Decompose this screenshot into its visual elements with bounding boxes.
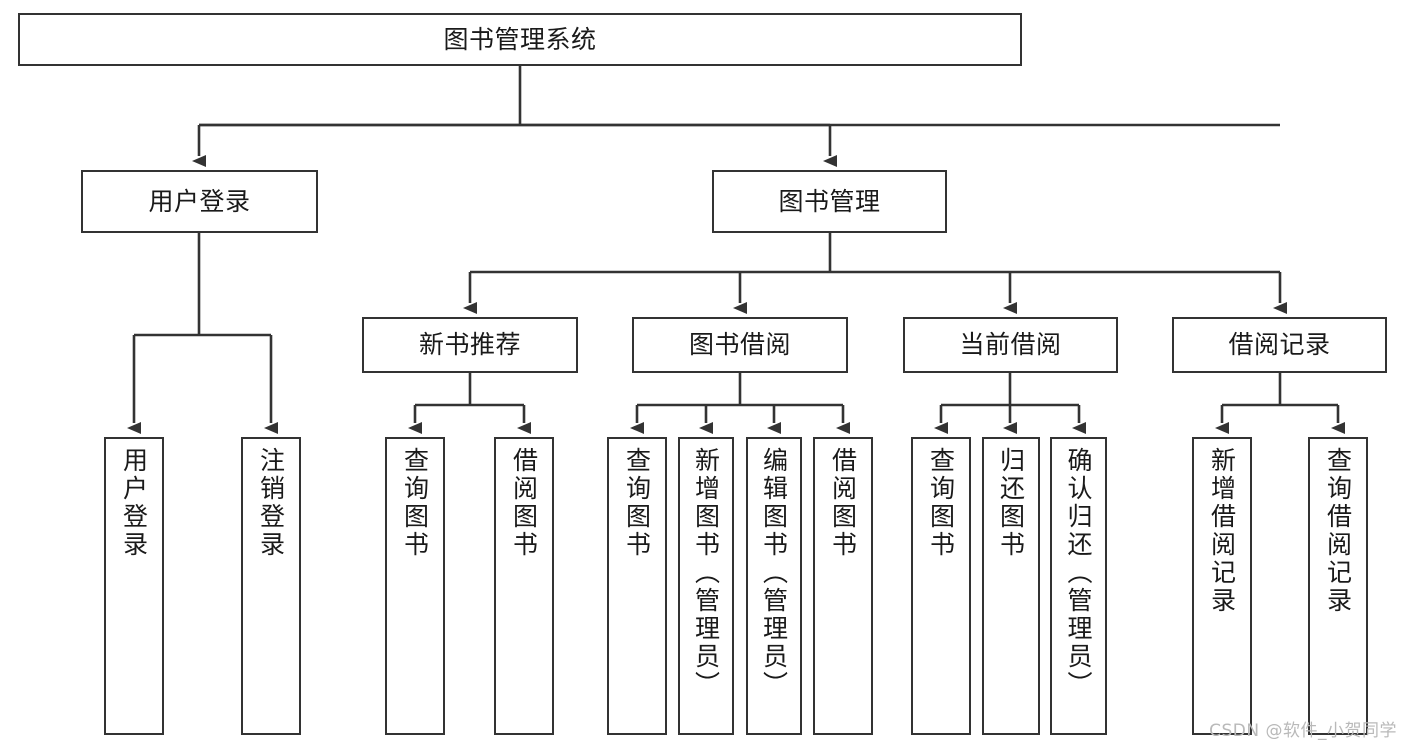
- node-label: 借阅图书: [509, 447, 539, 559]
- node-label: 图书借阅: [688, 330, 791, 360]
- node-book-borrow[interactable]: 图书借阅: [632, 317, 848, 373]
- node-label: 图书管理: [778, 186, 881, 216]
- node-leaf-borrow-book-recommend[interactable]: 借阅图书: [494, 437, 554, 735]
- node-current-borrow[interactable]: 当前借阅: [903, 317, 1118, 373]
- node-label: 新书推荐: [418, 330, 521, 360]
- node-root-book-management-system[interactable]: 图书管理系统: [18, 13, 1022, 66]
- node-label: 编辑图书（管理员）: [759, 447, 789, 699]
- node-label: 借阅图书: [828, 447, 858, 559]
- node-label: 注销登录: [256, 447, 286, 559]
- node-label: 查询图书: [926, 447, 956, 559]
- node-label: 用户登录: [119, 447, 149, 559]
- node-leaf-query-borrow-record[interactable]: 查询借阅记录: [1308, 437, 1368, 735]
- node-new-book-recommend[interactable]: 新书推荐: [362, 317, 578, 373]
- node-label: 图书管理系统: [443, 24, 597, 54]
- node-book-manage[interactable]: 图书管理: [712, 170, 947, 233]
- node-label: 确认归还（管理员）: [1064, 447, 1093, 699]
- node-label: 查询图书: [622, 447, 652, 559]
- node-borrow-record[interactable]: 借阅记录: [1172, 317, 1387, 373]
- node-leaf-query-book-current[interactable]: 查询图书: [911, 437, 971, 735]
- node-leaf-logout-login[interactable]: 注销登录: [241, 437, 301, 735]
- node-label: 归还图书: [996, 447, 1026, 559]
- node-leaf-query-book-borrow[interactable]: 查询图书: [607, 437, 667, 735]
- node-leaf-query-book-recommend[interactable]: 查询图书: [385, 437, 445, 735]
- node-label: 新增借阅记录: [1207, 447, 1237, 615]
- node-leaf-add-book-admin[interactable]: 新增图书（管理员）: [678, 437, 734, 735]
- node-leaf-add-borrow-record[interactable]: 新增借阅记录: [1192, 437, 1252, 735]
- node-label: 当前借阅: [959, 330, 1062, 360]
- node-label: 查询借阅记录: [1323, 447, 1353, 615]
- node-leaf-user-login[interactable]: 用户登录: [104, 437, 164, 735]
- node-user-login[interactable]: 用户登录: [81, 170, 318, 233]
- csdn-watermark: CSDN @软件_小贺同学: [1209, 721, 1397, 741]
- node-leaf-confirm-return-admin[interactable]: 确认归还（管理员）: [1050, 437, 1107, 735]
- node-leaf-return-book[interactable]: 归还图书: [982, 437, 1040, 735]
- node-label: 用户登录: [148, 186, 251, 216]
- node-label: 新增图书（管理员）: [691, 447, 721, 699]
- node-label: 查询图书: [400, 447, 430, 559]
- node-leaf-borrow-book-borrow[interactable]: 借阅图书: [813, 437, 873, 735]
- node-leaf-edit-book-admin[interactable]: 编辑图书（管理员）: [746, 437, 802, 735]
- node-label: 借阅记录: [1228, 330, 1331, 360]
